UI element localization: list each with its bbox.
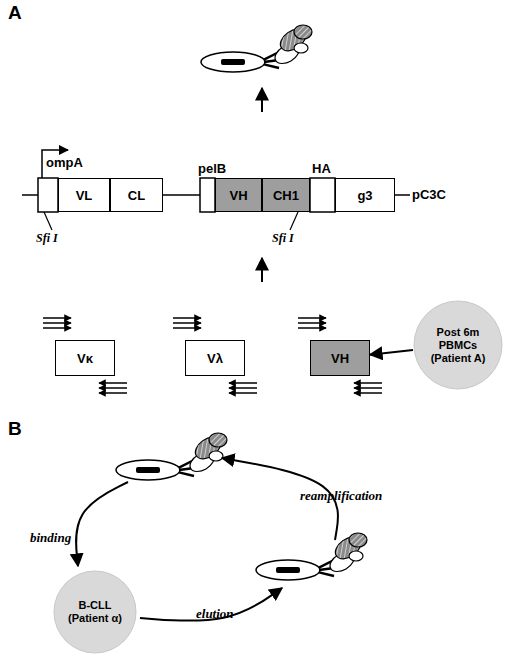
phage-body xyxy=(116,460,180,480)
illustration-group xyxy=(22,25,410,621)
annotation-label: pC3C xyxy=(412,187,446,202)
primer-arrow xyxy=(354,387,382,389)
primer-arrow xyxy=(354,382,382,384)
gene-segment-box: Vλ xyxy=(185,340,245,376)
cycle-arrow xyxy=(76,482,128,566)
primer-arrow xyxy=(298,327,326,329)
phage-illustration xyxy=(201,25,312,72)
heavy-chain xyxy=(349,533,367,547)
gene-segment-box: CH1 xyxy=(262,178,310,212)
node-text: VH xyxy=(331,351,349,366)
phage-genome xyxy=(221,59,245,65)
primer-arrow xyxy=(43,327,71,329)
phage-illustration xyxy=(116,433,227,480)
gene-segment-box: g3 xyxy=(335,178,395,212)
vector-segment xyxy=(200,178,215,212)
gene-segment-box: VH xyxy=(215,178,262,212)
circle-shape xyxy=(414,301,502,389)
phage-illustration xyxy=(256,533,367,580)
primer-arrow xyxy=(298,322,326,324)
annotation-label: elution xyxy=(196,606,234,622)
leader-line xyxy=(44,212,52,230)
cell-sample-circle: B-CLL (Patient α) xyxy=(53,570,137,654)
primer-arrow xyxy=(173,317,201,319)
primer-arrow xyxy=(43,317,71,319)
primer-arrow xyxy=(99,387,127,389)
vector-segment xyxy=(38,178,58,212)
primer-arrow xyxy=(229,392,257,394)
cell-sample-circle: Post 6m PBMCs (Patient A) xyxy=(413,300,503,390)
primer-arrow xyxy=(229,387,257,389)
primer-arrow xyxy=(173,322,201,324)
node-text: CH1 xyxy=(273,188,299,203)
node-text: VL xyxy=(76,188,93,203)
leader-line xyxy=(290,212,298,230)
primer-arrow xyxy=(43,322,71,324)
gene-segment-box: Vκ xyxy=(55,340,115,376)
panel-letter: A xyxy=(8,2,22,24)
gene-segment-box: VH xyxy=(310,340,370,376)
circle-shape xyxy=(54,571,136,653)
g3-protein xyxy=(319,572,334,576)
annotation-label: HA xyxy=(312,161,331,176)
g3-protein xyxy=(179,472,194,476)
phage-body xyxy=(256,560,320,580)
light-chain xyxy=(209,451,223,461)
connector-arrow xyxy=(370,350,413,355)
primer-arrow xyxy=(354,392,382,394)
primer-arrow xyxy=(173,327,201,329)
node-text: VH xyxy=(229,188,247,203)
phage-genome xyxy=(276,567,300,573)
node-text: g3 xyxy=(357,188,372,203)
panel-letter: B xyxy=(8,418,22,440)
primer-arrow xyxy=(99,392,127,394)
primer-arrow xyxy=(298,317,326,319)
phage-genome xyxy=(136,467,160,473)
primer-arrow xyxy=(99,382,127,384)
flow-arrow xyxy=(261,88,263,112)
annotation-label: pelB xyxy=(198,161,226,176)
node-text: Vλ xyxy=(207,351,223,366)
light-chain xyxy=(294,43,308,53)
heavy-chain xyxy=(294,25,312,39)
light-chain xyxy=(349,551,363,561)
node-text: B-CLL (Patient α) xyxy=(58,599,132,625)
node-text: Vκ xyxy=(77,351,93,366)
annotation-label: Sfi I xyxy=(36,231,58,246)
annotation-label: ompA xyxy=(46,155,83,170)
phage-body xyxy=(201,52,265,72)
vector-segment xyxy=(310,178,335,212)
node-text: Post 6m PBMCs (Patient A) xyxy=(421,326,495,365)
gene-segment-box: CL xyxy=(110,178,163,212)
annotation-label: binding xyxy=(30,530,71,546)
gene-segment-box: VL xyxy=(58,178,110,212)
heavy-chain xyxy=(209,433,227,447)
primer-arrow xyxy=(229,382,257,384)
g3-protein xyxy=(264,64,279,68)
annotation-label: reamplification xyxy=(300,488,382,504)
node-text: CL xyxy=(128,188,145,203)
annotation-label: Sfi I xyxy=(272,231,294,246)
flow-arrow xyxy=(261,258,263,282)
